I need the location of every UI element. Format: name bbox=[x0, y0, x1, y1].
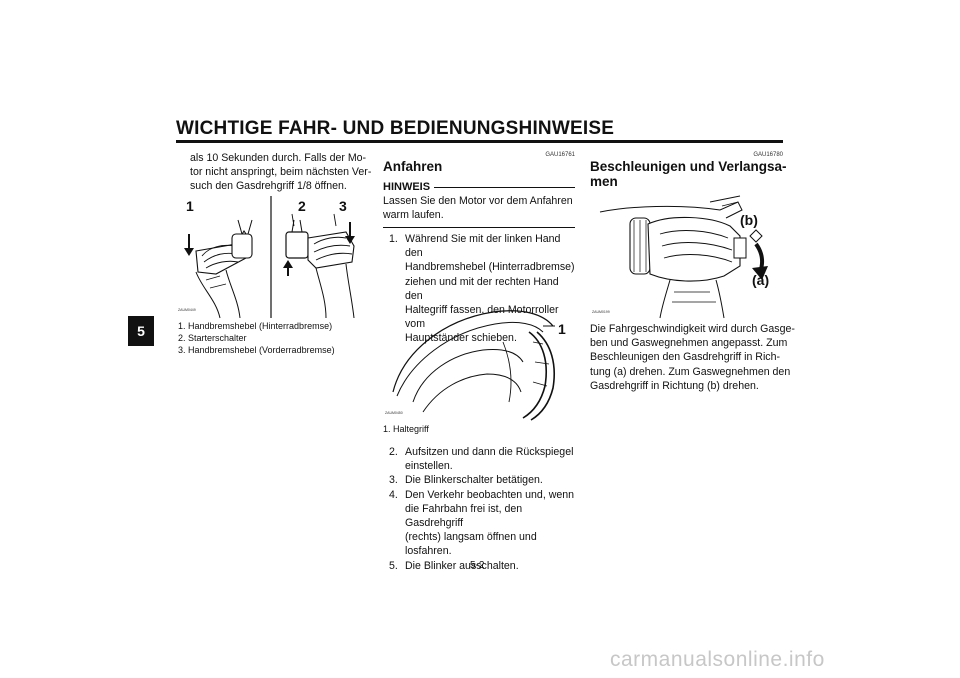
note-text: Lassen Sie den Motor vor dem Anfahren wa… bbox=[383, 194, 575, 222]
watermark: carmanualsonline.info bbox=[610, 648, 825, 671]
grab-handle-illustration bbox=[392, 310, 555, 421]
callout-2: 2 bbox=[298, 198, 306, 214]
step-line: Die Blinkerschalter betätigen. bbox=[405, 474, 543, 487]
note-line: warm laufen. bbox=[383, 209, 444, 222]
section-heading: Anfahren bbox=[383, 159, 443, 174]
note-box: HINWEIS Lassen Sie den Motor vor dem Anf… bbox=[383, 181, 575, 229]
step-line: ziehen und mit der rechten Hand den bbox=[405, 275, 559, 302]
step-1: 1. Während Sie mit der linken Hand den H… bbox=[389, 232, 579, 346]
intro-line: tor nicht anspringt, beim nächsten Ver- bbox=[190, 166, 372, 179]
text-line: Beschleunigen den Gasdrehgriff in Rich- bbox=[590, 351, 781, 364]
step-line: die Fahrbahn frei ist, den Gasdrehgriff bbox=[405, 502, 523, 530]
note-label: HINWEIS bbox=[383, 181, 431, 193]
step-number: 1. bbox=[389, 233, 398, 245]
step-line: Die Blinker ausschalten. bbox=[405, 559, 519, 572]
col1-legend: 1. Handbremshebel (Hinterradbremse) 2. S… bbox=[178, 320, 335, 357]
step-line: Den Verkehr beobachten und, wenn bbox=[405, 488, 575, 501]
callout-1-handle: 1 bbox=[558, 321, 566, 337]
section-code: GAU16761 bbox=[545, 152, 575, 158]
step-line: Während Sie mit der linken Hand den bbox=[405, 233, 561, 260]
step-line: Aufsitzen und dann die Rückspiegel bbox=[405, 446, 574, 458]
step-line: Handbremshebel (Hinterradbremse) bbox=[405, 261, 575, 274]
chapter-tab: 5 bbox=[128, 316, 154, 346]
step-number: 2. bbox=[389, 446, 398, 458]
intro-line: als 10 Sekunden durch. Falls der Mo- bbox=[190, 152, 367, 164]
step-number: 5. bbox=[389, 559, 398, 572]
steps-list: 2. Aufsitzen und dann die Rückspiegel ei… bbox=[389, 445, 579, 573]
section-code: GAU16780 bbox=[753, 152, 783, 158]
text-line: ben und Gaswegnehmen angepasst. Zum bbox=[590, 337, 788, 350]
step-line: Hauptständer schieben. bbox=[405, 332, 517, 345]
heading-line: Beschleunigen und Verlangsa- bbox=[590, 159, 787, 174]
col1-intro: als 10 Sekunden durch. Falls der Mo- tor… bbox=[190, 151, 371, 194]
figure-code: ZAUM0199 bbox=[592, 310, 610, 314]
note-rule bbox=[434, 186, 575, 188]
step-number: 3. bbox=[389, 474, 398, 487]
page-title: WICHTIGE FAHR- UND BEDIENUNGSHINWEISE bbox=[176, 118, 615, 139]
text-line: tung (a) drehen. Zum Gaswegnehmen den bbox=[590, 365, 791, 378]
section-heading: Beschleunigen und Verlangsa- men bbox=[590, 159, 787, 189]
figure-code: ZAUM0450 bbox=[385, 411, 403, 415]
text-line: Die Fahrgeschwindigkeit wird durch Gasge… bbox=[590, 323, 795, 335]
heading-line: men bbox=[590, 174, 618, 189]
col3-text: Die Fahrgeschwindigkeit wird durch Gasge… bbox=[590, 322, 795, 393]
col2-legend: 1. Haltegriff bbox=[383, 424, 429, 434]
brake-levers-illustration bbox=[184, 196, 355, 319]
throttle-grip-illustration bbox=[599, 195, 768, 319]
legend-item: 3. Handbremshebel (Vorderradbremse) bbox=[178, 345, 335, 356]
callout-b: (b) bbox=[740, 212, 758, 228]
text-line: Gasdrehgriff in Richtung (b) drehen. bbox=[590, 379, 759, 392]
step-number: 4. bbox=[389, 488, 398, 501]
note-line: Lassen Sie den Motor vor dem Anfahren bbox=[383, 195, 573, 207]
page-number: 5-2 bbox=[470, 560, 485, 571]
figure-code: ZAUM0449 bbox=[178, 308, 196, 312]
step-line: Haltegriff fassen, den Motorroller vom bbox=[405, 304, 559, 331]
step-line: (rechts) langsam öffnen und losfahren. bbox=[405, 531, 537, 558]
intro-line: such den Gasdrehgriff 1/8 öffnen. bbox=[190, 180, 347, 193]
note-bottom-rule bbox=[383, 227, 575, 229]
legend-item: 1. Handbremshebel (Hinterradbremse) bbox=[178, 321, 333, 331]
step-line: einstellen. bbox=[405, 460, 453, 473]
callout-a: (a) bbox=[752, 272, 770, 288]
callout-3: 3 bbox=[339, 198, 347, 214]
legend-item: 2. Starterschalter bbox=[178, 333, 247, 344]
callout-1: 1 bbox=[186, 198, 194, 214]
header-rule bbox=[176, 140, 783, 143]
